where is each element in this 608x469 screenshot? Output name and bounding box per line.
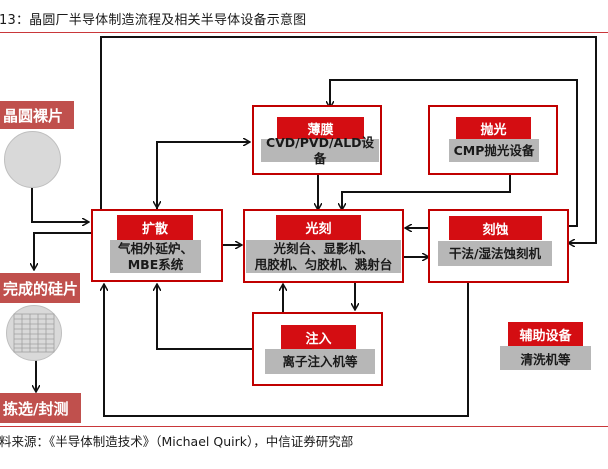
lithography-title: 光刻 — [276, 215, 361, 240]
test-package-label: 拣选/封测 — [0, 393, 81, 423]
wire-wafer-to-diffusion — [31, 181, 89, 222]
wire-outer-loop — [100, 36, 597, 243]
thin-film-equipment: CVD/PVD/ALD设备 — [261, 135, 379, 166]
figure-title: 13：晶圆厂半导体制造流程及相关半导体设备示意图 — [0, 13, 307, 28]
wire-implant-to-diffusion — [157, 284, 252, 350]
auxiliary-title: 辅助设备 — [508, 322, 583, 346]
implant-title: 注入 — [281, 325, 356, 349]
polish-equipment: CMP抛光设备 — [449, 139, 539, 162]
etch-equipment: 干法/湿法蚀刻机 — [438, 241, 552, 266]
implant-equipment: 离子注入机等 — [265, 349, 375, 374]
etch-title: 刻蚀 — [449, 216, 542, 240]
title-divider — [0, 32, 608, 33]
wire-diffusion-to-finished — [34, 232, 91, 270]
blank-wafer-icon — [4, 131, 61, 188]
patterned-wafer-icon — [6, 305, 62, 361]
polish-title: 抛光 — [456, 117, 531, 139]
diffusion-title: 扩散 — [117, 215, 193, 240]
thin-film-title: 薄膜 — [277, 117, 364, 139]
wire-etch-to-diffusion — [104, 282, 469, 417]
finished-wafer-label: 完成的硅片 — [0, 273, 80, 303]
wire-diffusion-to-thinfilm — [156, 142, 250, 210]
source-note: 料来源：《半导体制造技术》（Michael Quirk），中信证券研究部 — [0, 434, 354, 449]
lithography-equipment: 光刻台、显影机、 甩胶机、匀胶机、溅射台 — [246, 240, 401, 273]
bare-wafer-label: 晶圆裸片 — [0, 101, 74, 129]
wire-polish-to-litho — [342, 162, 511, 210]
footer-divider — [0, 426, 608, 427]
wire-etch-to-thinfilm — [330, 79, 578, 227]
auxiliary-equipment: 清洗机等 — [500, 346, 591, 370]
diffusion-equipment: 气相外延炉、 MBE系统 — [110, 240, 201, 273]
